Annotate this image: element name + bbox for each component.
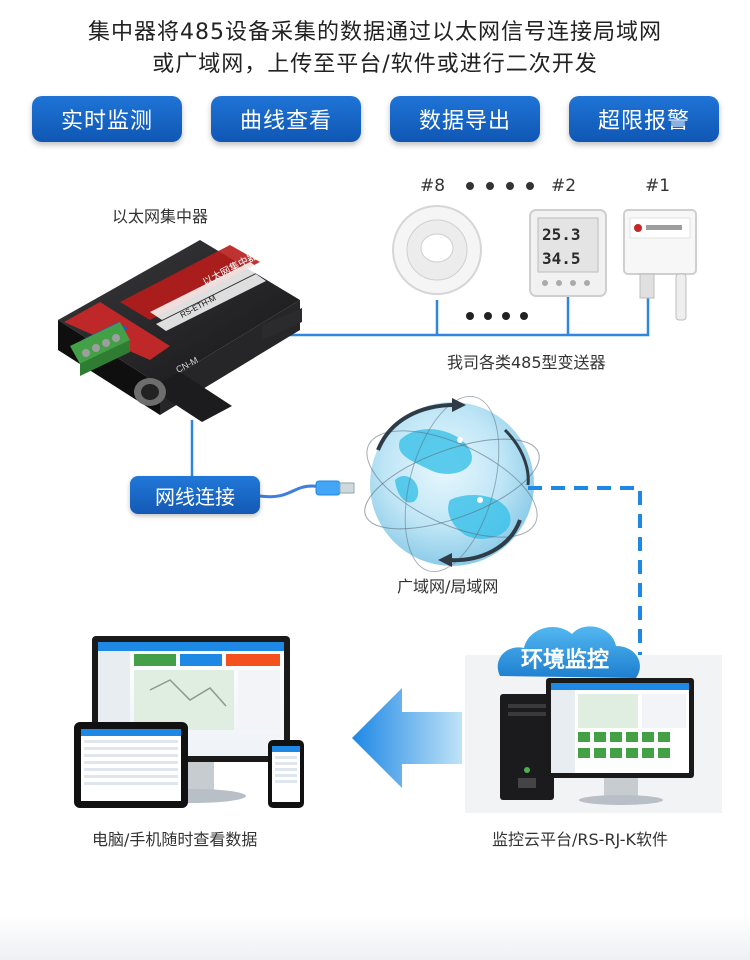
smoke-detector-sensor [392, 205, 482, 295]
sensor-ellipsis-bottom [466, 312, 528, 320]
ethernet-cable [259, 480, 355, 499]
server-tower [500, 694, 554, 800]
desktop-monitor-right [546, 678, 694, 805]
feature-over-limit-alarm: 超限报警 [569, 96, 719, 142]
temperature-humidity-display-sensor: 25.3 34.5 [529, 209, 607, 297]
ethernet-port [134, 378, 166, 406]
mobile-phone [268, 740, 304, 808]
concentrator-caption: 以太网集中器 [112, 207, 209, 226]
cable-connection-label: 网线连接 [130, 476, 260, 514]
cloud-dashed-link [528, 486, 642, 670]
sensor-id-1: #1 [645, 176, 671, 196]
bottom-gradient-band [0, 915, 750, 960]
terminal-block [70, 322, 130, 376]
viewing-devices-caption: 电脑/手机随时查看数据 [92, 830, 258, 849]
headline-line-2: 或广域网，上传至平台/软件或进行二次开发 [152, 52, 598, 77]
transmitter-caption: 我司各类485型变送器 [447, 353, 606, 372]
sensor-ellipsis-top [466, 182, 534, 190]
tablet-device [74, 722, 188, 808]
feature-curve-view: 曲线查看 [211, 96, 361, 142]
ethernet-concentrator: 以太网集中器 RS-ETH-M CN-M [58, 240, 302, 422]
lcd-reading-bottom: 34.5 [542, 249, 581, 268]
feature-realtime-monitoring: 实时监测 [32, 96, 182, 142]
desktop-monitor-left [92, 636, 290, 803]
lcd-reading-top: 25.3 [542, 225, 581, 244]
waterproof-transmitter-sensor [623, 209, 697, 321]
sensor-id-8: #8 [420, 176, 446, 196]
rs485-bus-line [285, 297, 650, 337]
cloud-label: 环境监控 [520, 648, 609, 673]
network-globe [364, 395, 540, 573]
environment-monitoring-cloud [497, 626, 640, 678]
sensor-id-2: #2 [551, 176, 577, 196]
data-flow-arrow [352, 688, 462, 788]
network-caption: 广域网/局域网 [397, 577, 499, 596]
headline-line-1: 集中器将485设备采集的数据通过以太网信号连接局域网 [88, 20, 662, 45]
feature-data-export: 数据导出 [390, 96, 540, 142]
platform-caption: 监控云平台/RS-RJ-K软件 [492, 830, 668, 849]
